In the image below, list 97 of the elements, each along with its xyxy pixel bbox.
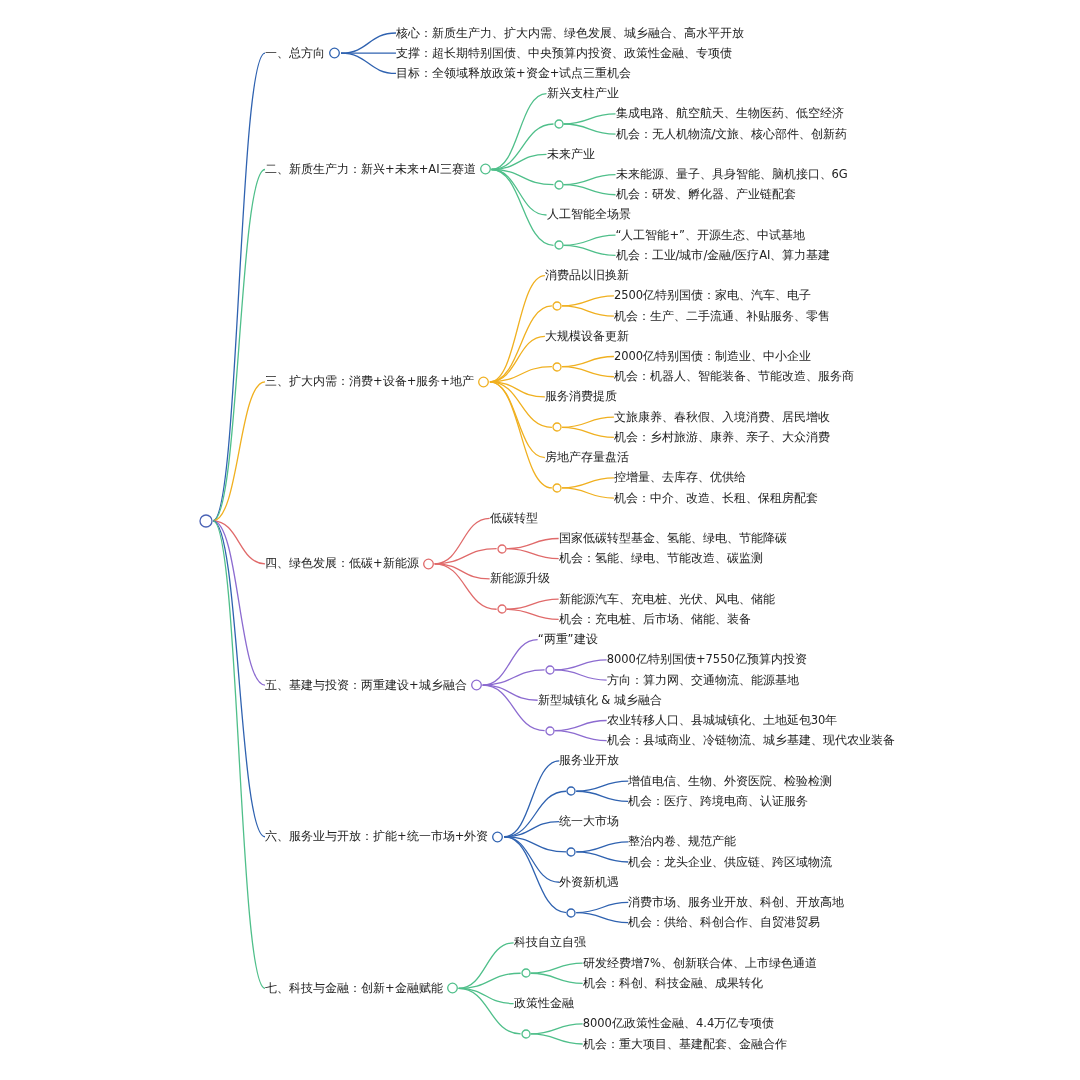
- leaf-text: 机会：重大项目、基建配套、金融合作: [582, 1036, 787, 1052]
- leaf-text: 机会：机器人、智能装备、节能改造、服务商: [613, 369, 854, 385]
- branch-line: [490, 168, 555, 246]
- branch-line: [561, 416, 615, 428]
- branch-line: [561, 305, 615, 317]
- branch-line: [340, 32, 397, 54]
- branch-line: [561, 487, 615, 499]
- branch-line: [340, 52, 397, 75]
- leaf-text: 机会：医疗、跨境电商、认证服务: [628, 793, 809, 809]
- branch-line: [490, 93, 548, 171]
- leaf-text: 机会：充电桩、后市场、储能、装备: [558, 611, 751, 627]
- subtopic-text: 新兴支柱产业: [546, 86, 619, 102]
- subtopic-text: 服务业开放: [559, 753, 620, 769]
- leaf-text: 新能源汽车、充电桩、光伏、风电、储能: [558, 591, 775, 607]
- branch-line: [212, 52, 266, 522]
- branch-line: [434, 563, 498, 610]
- branch-line: [482, 684, 546, 732]
- leaf-text: 文旅康养、春秋假、入境消费、居民增收: [613, 409, 830, 425]
- subtopic-text: 统一大市场: [559, 814, 620, 830]
- leaf-text: 农业转移人口、县城城镇化、土地延包30年: [606, 712, 838, 728]
- branch-line: [575, 911, 629, 924]
- subtopic-text: 外资新机遇: [559, 874, 620, 890]
- branch-line: [482, 684, 539, 701]
- branch-line: [561, 426, 615, 439]
- leaf-text: 集成电路、航空航天、生物医药、低空经济: [615, 106, 844, 122]
- leaf-text: 国家低碳转型基金、氢能、绿电、节能降碳: [558, 531, 787, 546]
- branch-line: [530, 1033, 584, 1045]
- leaf-text: 整治内卷、规范产能: [628, 834, 737, 850]
- subtopic-text: 新能源升级: [489, 571, 550, 587]
- subtopic-text: 政策性金融: [513, 996, 574, 1012]
- subtopic-text: 低碳转型: [489, 510, 538, 526]
- branch-line: [575, 790, 629, 802]
- leaf-text: 机会：工业/城市/金融/医疗AI、算力基建: [615, 247, 831, 263]
- branch-line: [212, 520, 266, 686]
- branch-line: [212, 520, 266, 838]
- subtopic-text: 人工智能全场景: [546, 207, 631, 223]
- leaf-text: 8000亿特别国债+7550亿预算内投资: [606, 652, 807, 668]
- leaf-text: 增值电信、生物、外资医院、检验检测: [628, 773, 833, 789]
- leaf-text: 支撑：超长期特别国债、中央预算内投资、政策性金融、专项债: [396, 45, 732, 61]
- branch-line: [458, 942, 515, 990]
- leaf-text: 2000亿特别国债：制造业、中小企业: [613, 349, 812, 364]
- subtopic-text: “两重”建设: [537, 632, 598, 648]
- topic-text: 一、总方向: [265, 45, 325, 61]
- subtopic-text: 科技自立自强: [513, 935, 586, 951]
- branch-line: [530, 962, 584, 974]
- branch-line: [554, 669, 608, 681]
- branch-line: [506, 598, 560, 610]
- leaf-text: 消费市场、服务业开放、科创、开放高地: [628, 894, 845, 910]
- leaf-text: 核心：新质生产力、扩大内需、绿色发展、城乡融合、高水平开放: [396, 25, 744, 41]
- subtopic-text: 消费品以旧换新: [544, 268, 629, 284]
- leaf-text: 机会：氢能、绿电、节能改造、碳监测: [558, 551, 763, 567]
- topic-text: 七、科技与金融：创新+金融赋能: [265, 980, 443, 996]
- subtopic-text: 服务消费提质: [544, 389, 617, 405]
- branch-line: [212, 520, 266, 565]
- branch-line: [562, 123, 617, 135]
- subtopic-text: 新型城镇化 & 城乡融合: [537, 692, 662, 708]
- leaf-text: 控增量、去库存、优供给: [613, 470, 746, 486]
- leaf-text: 机会：县域商业、冷链物流、城乡基建、现代农业装备: [606, 733, 895, 749]
- branch-line: [561, 366, 615, 378]
- leaf-text: 研发经费增7%、创新联合体、上市绿色通道: [582, 955, 817, 971]
- branch-line: [554, 729, 608, 742]
- branch-line: [503, 836, 567, 914]
- branch-line: [212, 520, 266, 990]
- leaf-text: 机会：龙头企业、供应链、跨区域物流: [628, 854, 833, 870]
- leaf-text: 2500亿特别国债：家电、汽车、电子: [613, 288, 812, 304]
- leaf-text: 机会：中介、改造、长租、保租房配套: [613, 490, 818, 506]
- branch-line: [489, 381, 546, 459]
- leaf-text: 机会：供给、科创合作、自贸港贸易: [628, 915, 821, 931]
- branch-line: [212, 168, 266, 522]
- leaf-text: 8000亿政策性金融、4.4万亿专项债: [582, 1016, 775, 1032]
- topic-text: 五、基建与投资：两重建设+城乡融合: [265, 677, 467, 693]
- branch-line: [575, 851, 629, 863]
- branch-line: [575, 780, 629, 792]
- leaf-text: 机会：科创、科技金融、成果转化: [582, 975, 763, 991]
- topic-text: 三、扩大内需：消费+设备+服务+地产: [265, 374, 474, 390]
- topic-text: 六、服务业与开放：扩能+统一市场+外资: [265, 829, 489, 845]
- subtopic-text: 未来产业: [546, 146, 595, 162]
- branch-line: [562, 184, 617, 196]
- branch-line: [562, 244, 617, 257]
- branch-line: [530, 972, 584, 984]
- subtopic-text: 房地产存量盘活: [544, 450, 629, 466]
- leaf-text: 机会：研发、孵化器、产业链配套: [615, 187, 796, 203]
- branch-line: [506, 547, 560, 560]
- leaf-text: 方向：算力网、交通物流、能源基地: [606, 672, 799, 688]
- topic-text: 四、绿色发展：低碳+新能源: [265, 556, 419, 572]
- subtopic-text: 大规模设备更新: [544, 328, 629, 344]
- topic-text: 二、新质生产力：新兴+未来+AI三赛道: [265, 162, 476, 177]
- branch-line: [458, 987, 522, 1035]
- leaf-text: 机会：乡村旅游、康养、亲子、大众消费: [613, 429, 830, 445]
- leaf-text: “人工智能+”、开源生态、中试基地: [615, 227, 806, 243]
- leaf-text: 目标：全领域释放政策+资金+试点三重机会: [396, 65, 632, 81]
- branch-line: [506, 608, 560, 621]
- leaf-text: 机会：无人机物流/文旅、核心部件、创新药: [615, 126, 848, 142]
- leaf-text: 机会：生产、二手流通、补贴服务、零售: [613, 308, 830, 324]
- branch-line: [482, 669, 546, 686]
- branch-line: [489, 381, 553, 489]
- leaf-text: 未来能源、量子、具身智能、脑机接口、6G: [615, 167, 848, 183]
